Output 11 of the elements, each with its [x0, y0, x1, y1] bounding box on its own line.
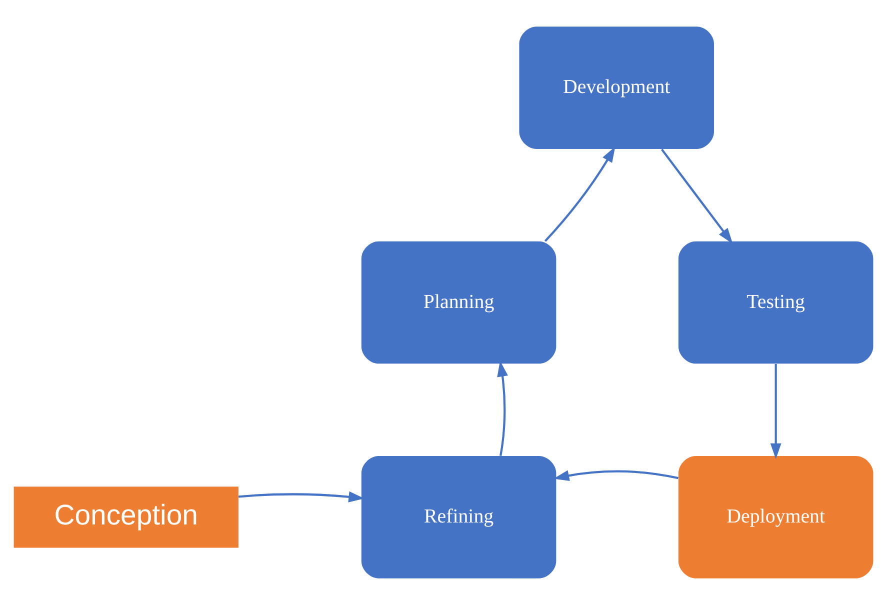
arrow — [544, 146, 616, 242]
arrow — [770, 364, 782, 459]
node-box: Deployment — [678, 456, 874, 578]
node-box: Conception — [14, 486, 238, 548]
node-box: Testing — [678, 240, 874, 364]
node-box: Refining — [361, 456, 556, 578]
node-box: Development — [519, 26, 714, 148]
node-box: Planning — [361, 240, 556, 364]
arrow — [238, 490, 364, 502]
arrow — [660, 148, 733, 244]
arrow — [553, 470, 678, 480]
